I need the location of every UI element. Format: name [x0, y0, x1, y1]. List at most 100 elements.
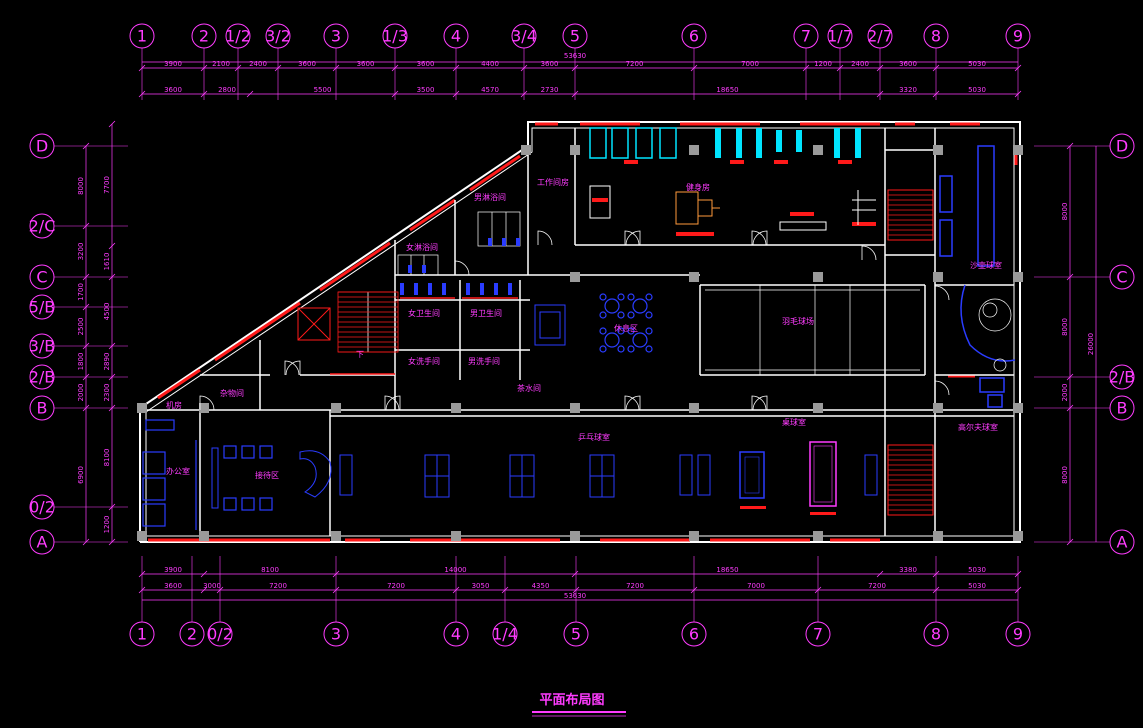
grid-bottom-bubble-6: 5: [563, 621, 589, 647]
grid-right-bubble-1: C: [1109, 264, 1135, 290]
grid-top-bubble-label: 1/7: [827, 27, 853, 46]
grid-left-bubble-label: 2/B: [29, 368, 56, 387]
grid-top-bubble-label: 7: [801, 27, 811, 46]
office-furniture: [142, 419, 197, 530]
dim-bottom-row1: 14000: [444, 566, 466, 574]
label-mens-toilet: 男卫生间: [470, 308, 502, 318]
dim-left-inner: 7700: [103, 176, 111, 194]
label-water: 茶水间: [517, 383, 541, 393]
grid-top-bubble-3: 3/2: [265, 23, 291, 49]
grid-right-bubble-label: D: [1116, 137, 1128, 156]
dim-left-outer: 1800: [77, 353, 85, 371]
dim-left-inner: 1200: [103, 516, 111, 534]
dim-top-row1: 3600: [899, 60, 917, 68]
reception-chairs: [223, 445, 273, 511]
grid-left-bubble-7: 0/2: [29, 494, 55, 520]
label-reception: 接待区: [255, 470, 279, 480]
grid-bottom-bubble-9: 8: [923, 621, 949, 647]
treadmills: [589, 127, 677, 159]
dim-top-row2: 3600: [164, 86, 182, 94]
exercise-bikes: [715, 128, 861, 158]
grid-bottom-bubble-label: 3: [331, 625, 341, 644]
dim-top-row1: 4400: [481, 60, 499, 68]
grid-left-bubble-label: 0/2: [29, 498, 55, 517]
column: [813, 272, 823, 282]
dividers-red: [330, 297, 518, 375]
dim-bottom-total: 53630: [564, 592, 586, 600]
grid-top-bubble-2: 1/2: [225, 23, 251, 49]
grid-top-bubble-13: 8: [923, 23, 949, 49]
dim-left-inner: 2300: [103, 384, 111, 402]
grid-left-bubble-label: 2/C: [29, 217, 56, 236]
column: [570, 272, 580, 282]
grid-left-bubble-5: 2/B: [29, 364, 56, 390]
column: [137, 531, 147, 541]
stair-right-top-treads: [888, 189, 933, 241]
column: [933, 403, 943, 413]
column: [933, 531, 943, 541]
dim-left-outer: 8000: [77, 177, 85, 195]
grid-bubbles-left: D2/CC5/B3/B2/BB0/2A: [29, 133, 56, 555]
column: [570, 403, 580, 413]
stair-left-treads: [338, 291, 398, 353]
grid-left-bubble-4: 3/B: [29, 333, 55, 359]
lounge-sofa: [534, 304, 566, 346]
column: [1013, 145, 1023, 155]
column: [1013, 403, 1023, 413]
dim-top-row2: 5500: [314, 86, 332, 94]
column: [570, 531, 580, 541]
dim-top-row1: 3600: [417, 60, 435, 68]
dim-left-inner: 4500: [103, 303, 111, 321]
dim-top-row1: 1200: [814, 60, 832, 68]
dim-bottom-row2: 5030: [968, 582, 986, 590]
grid-left-bubble-2: C: [29, 264, 55, 290]
label-mens-shower: 男淋浴间: [474, 192, 506, 202]
grid-bottom-bubble-label: 1/4: [492, 625, 518, 644]
dim-left-inner: 8100: [103, 449, 111, 467]
grid-bottom-bubble-label: 1: [137, 625, 147, 644]
room-labels: 工作间房 健身房 男淋浴间 女淋浴间 女卫生间 男卫生间 女洗手间 男洗手间 休…: [166, 177, 1002, 480]
grid-right-bubble-label: A: [1117, 533, 1128, 552]
label-mens-wash: 男洗手间: [468, 356, 500, 366]
grid-bottom-bubble-8: 7: [805, 621, 831, 647]
dim-bottom-row2: 7200: [868, 582, 886, 590]
grid-top-bubble-5: 1/3: [382, 23, 408, 49]
window-bands: [148, 122, 1018, 542]
pingpong-tables: [339, 454, 878, 498]
dim-bottom-row2: 7200: [269, 582, 287, 590]
dim-bottom-row2: 3600: [164, 582, 182, 590]
reception-desk: [211, 447, 332, 509]
grid-top-bubble-10: 7: [793, 23, 819, 49]
label-squash: 沙壶球室: [970, 260, 1002, 270]
label-pingpong: 乒乓球室: [578, 432, 610, 442]
dim-bottom-row2: 7200: [387, 582, 405, 590]
dim-top-row1: 7200: [626, 60, 644, 68]
grid-left-bubble-3: 5/B: [29, 294, 56, 320]
grid-left-bubble-8: A: [29, 529, 55, 555]
dim-top-row1: 7000: [741, 60, 759, 68]
grid-bottom-bubble-label: 0/2: [207, 625, 233, 644]
column: [199, 403, 209, 413]
dim-top-row2: 5030: [968, 86, 986, 94]
grid-bottom-bubble-1: 2: [179, 621, 205, 647]
column: [1013, 272, 1023, 282]
grid-left-bubble-label: 5/B: [29, 298, 56, 317]
grid-top-bubble-12: 2/7: [867, 23, 893, 49]
grid-bottom-bubble-0: 1: [129, 621, 155, 647]
column: [521, 145, 531, 155]
dim-left-outer: 2000: [77, 384, 85, 402]
dim-left-outer: 6900: [77, 466, 85, 484]
dim-top-row1: 2400: [851, 60, 869, 68]
label-work-room: 工作间房: [537, 177, 569, 187]
column: [199, 531, 209, 541]
golf-area-fixtures: [960, 284, 1016, 408]
grid-top-bubble-label: 2: [199, 27, 209, 46]
dim-bottom-row1: 3900: [164, 566, 182, 574]
grid-right-bubble-label: 2/B: [1109, 368, 1136, 387]
gym-mats: [624, 160, 876, 236]
grid-lines: [54, 48, 1110, 622]
grid-bottom-bubble-label: 9: [1013, 625, 1023, 644]
column: [451, 403, 461, 413]
